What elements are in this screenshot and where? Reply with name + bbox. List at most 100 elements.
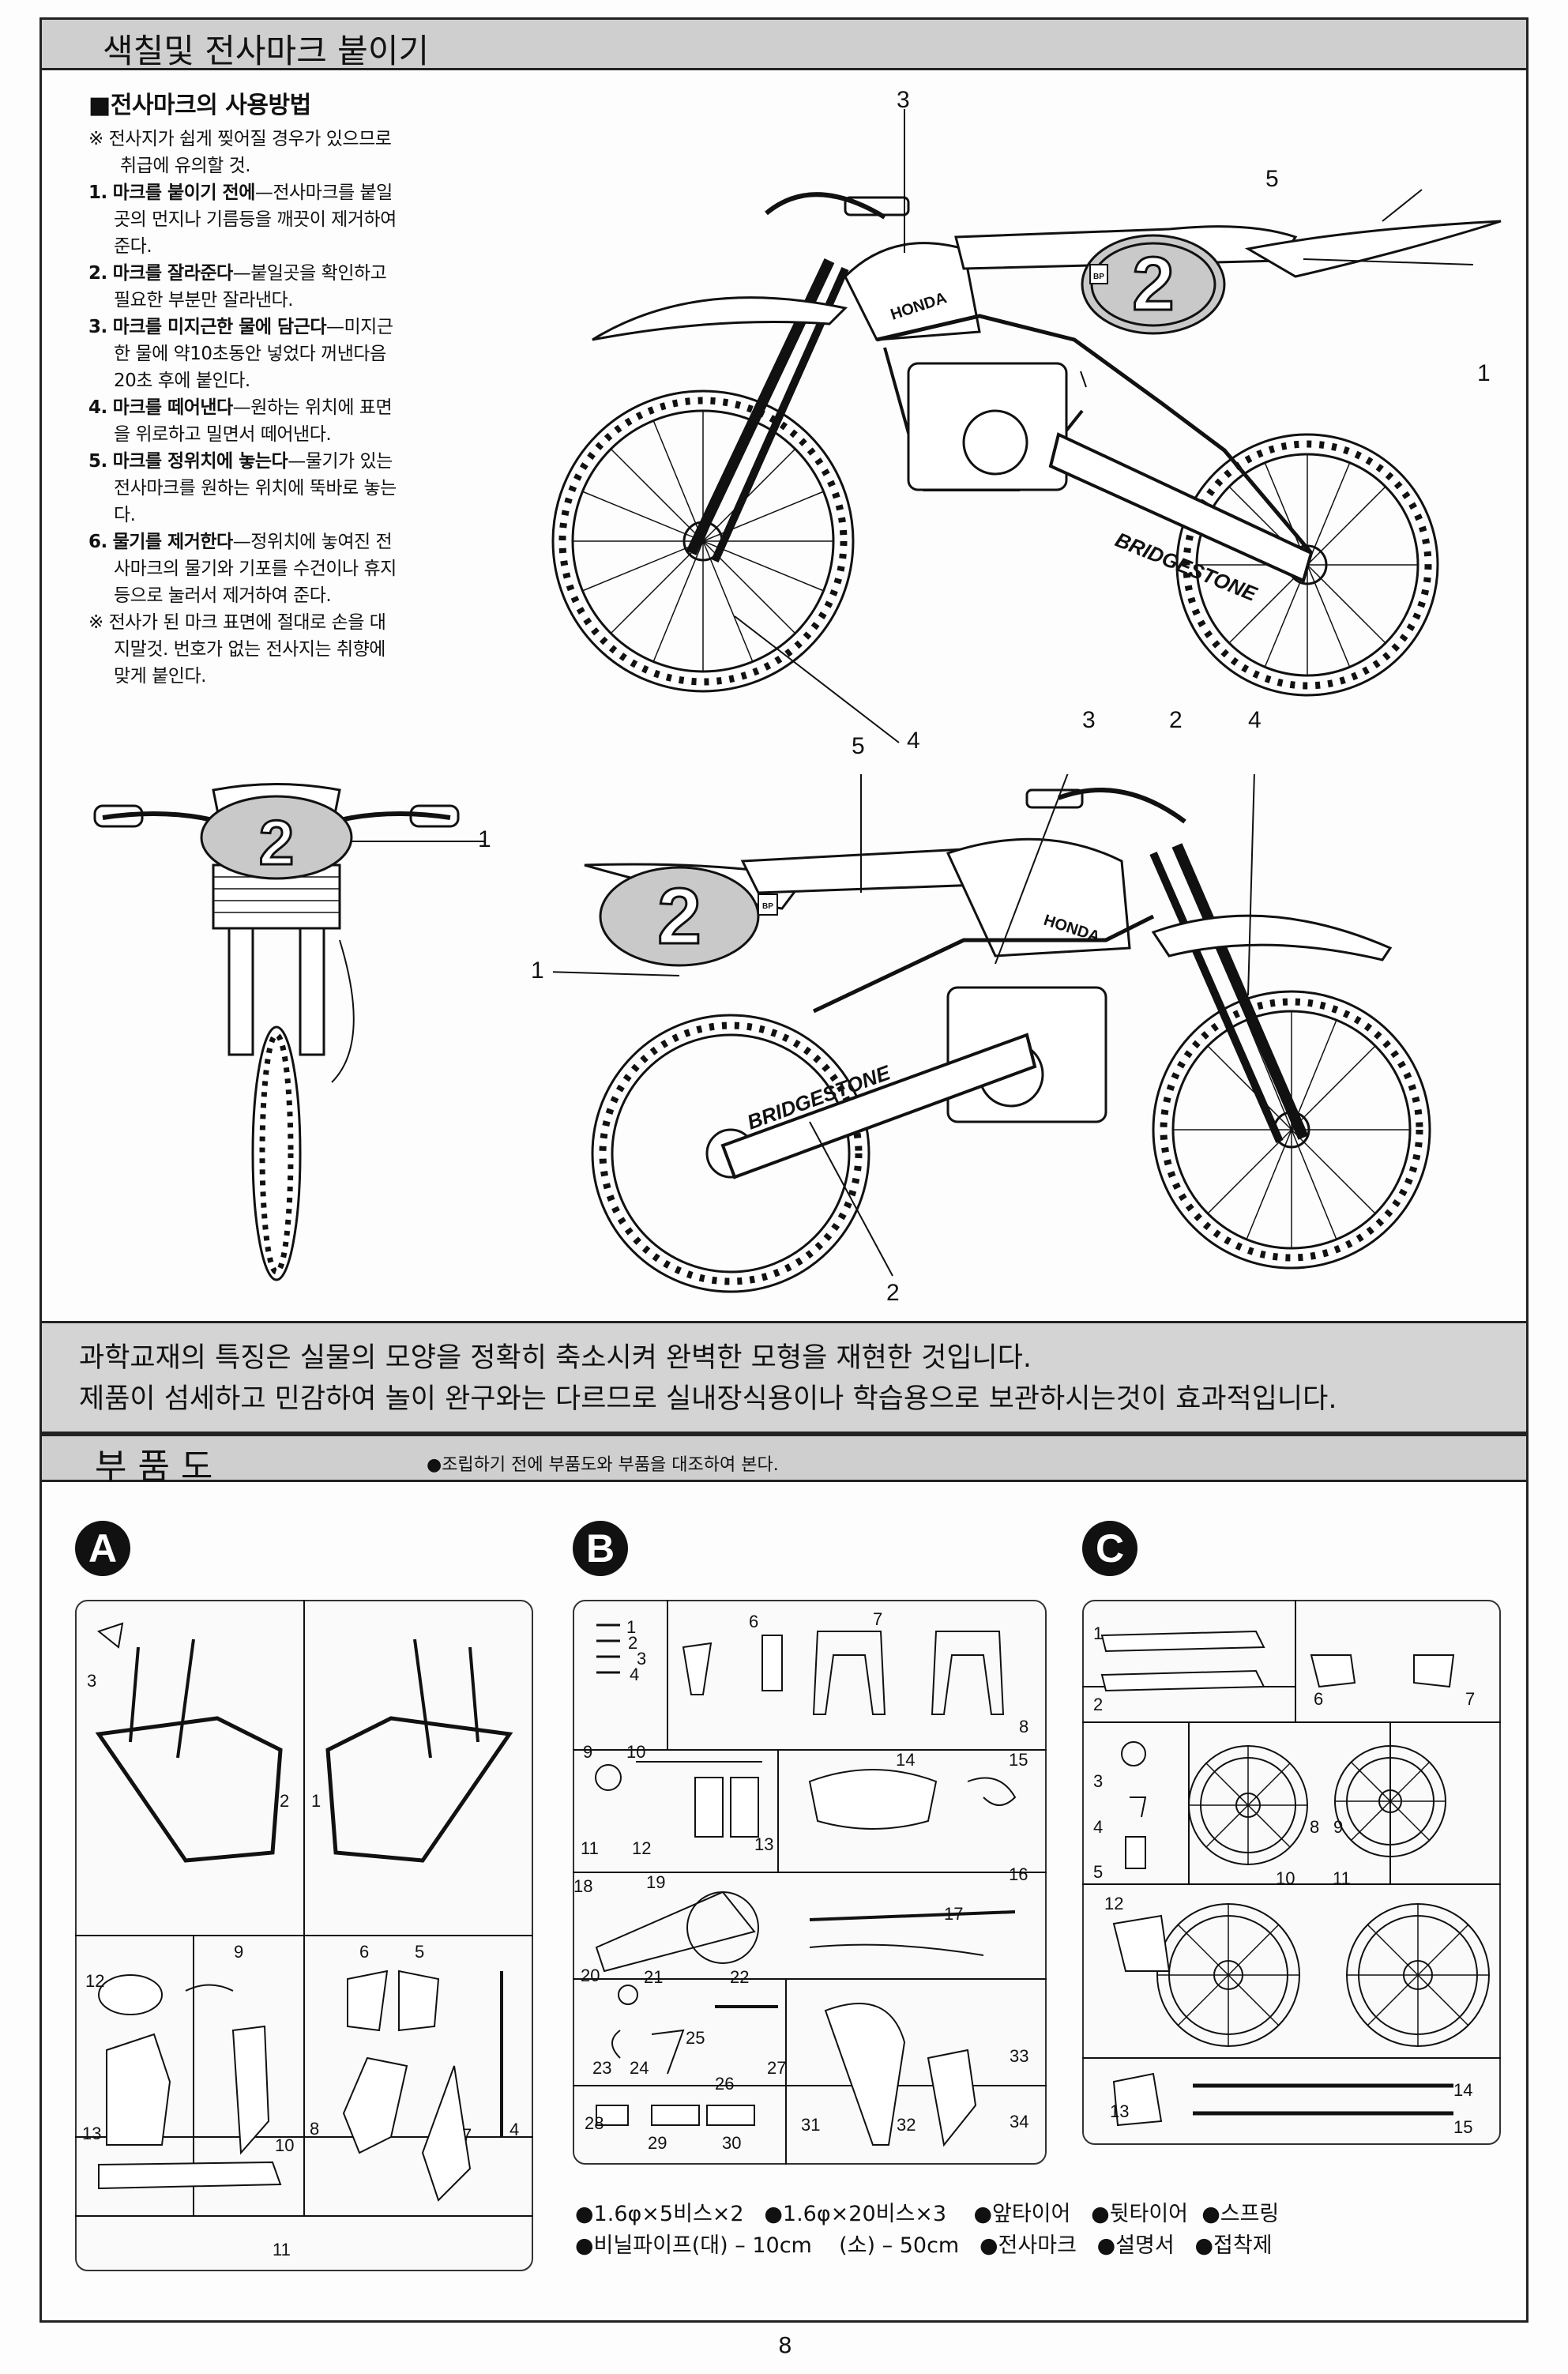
sprue-c-part-5: 5 [1093, 1862, 1104, 1882]
sprue-badge-c: C [1082, 1521, 1137, 1576]
callout-mid-3: 3 [1082, 707, 1096, 733]
note1-line1: ※ 전사지가 쉽게 찢어질 경우가 있으므로 [88, 129, 392, 149]
sprue-c-parts [1082, 1600, 1501, 2127]
sprue-b-part-14: 14 [896, 1750, 916, 1770]
kit-contents-line2: ●비닐파이프(대) – 10cm (소) – 50cm ●전사마크 ●설명서 ●… [575, 2233, 1273, 2258]
sprue-b-part-17: 17 [944, 1904, 964, 1924]
parts-section-frame [39, 1434, 1529, 2323]
sprue-b-part-16: 16 [1009, 1864, 1028, 1884]
sprue-a-part-5: 5 [415, 1942, 425, 1962]
callout-front-1: 1 [478, 826, 491, 852]
callout-top-5: 5 [1265, 166, 1279, 192]
step-5-line2: 전사마크를 원하는 위치에 뚝바로 놓는 [114, 478, 397, 499]
sprue-b-part-32: 32 [897, 2115, 916, 2135]
sprue-b-part-22: 22 [730, 1967, 750, 1987]
sprue-b-part-7: 7 [873, 1609, 883, 1629]
bike-bottom-bp: BP [762, 902, 773, 911]
feature-note-bar [42, 1321, 1526, 1432]
parts-section-subtitle: ●조립하기 전에 부품도와 부품을 대조하여 본다. [427, 1455, 779, 1475]
sprue-b-part-20: 20 [581, 1966, 600, 1985]
note1-line2: 취급에 유의할 것. [120, 156, 251, 176]
sprue-b-part-34: 34 [1010, 2112, 1029, 2131]
bike-side-view-bottom: 2 BP HONDA BRIDGESTONE [553, 774, 1431, 1293]
step-2: 2. 마크를 잘라준다—붙일곳을 확인하고 [88, 263, 387, 284]
step-5: 5. 마크를 정위치에 놓는다—물기가 있는 [88, 451, 393, 472]
feature-note-line2: 제품이 섬세하고 민감하여 놀이 완구와는 다르므로 실내장식용이나 학습용으로… [79, 1383, 1337, 1415]
sprue-b-part-6: 6 [749, 1612, 759, 1631]
sprue-b-part-3: 3 [637, 1649, 647, 1669]
step-6-line3: 등으로 눌러서 제거하여 준다. [114, 585, 332, 606]
sprue-a-part-10: 10 [275, 2135, 295, 2155]
sprue-a-part-12: 12 [85, 1971, 105, 1991]
sprue-b-part-24: 24 [630, 2058, 649, 2078]
decal-section-frame [39, 17, 1529, 1434]
sprue-c-part-4: 4 [1093, 1817, 1104, 1837]
bike-front-number: 2 [259, 807, 295, 878]
callout-top-3: 3 [897, 87, 910, 113]
sprue-badge-b: B [573, 1521, 628, 1576]
sprue-c [1082, 1600, 1501, 2145]
sprue-c-part-1: 1 [1093, 1623, 1104, 1643]
sprue-b-part-27: 27 [767, 2058, 787, 2078]
sprue-b-part-11: 11 [581, 1838, 599, 1858]
sprue-b-parts [573, 1600, 1047, 2165]
note2-line2: 지말것. 번호가 없는 전사지는 취향에 [114, 639, 385, 660]
sprue-b-part-33: 33 [1010, 2046, 1029, 2066]
callout-mid-2: 2 [1169, 707, 1183, 733]
sprue-c-part-10: 10 [1276, 1868, 1295, 1888]
sprue-a-part-3: 3 [87, 1671, 97, 1691]
sprue-c-part-6: 6 [1314, 1689, 1324, 1709]
sprue-b-part-4: 4 [630, 1665, 640, 1684]
callout-mid-4: 4 [1248, 707, 1262, 733]
bike-bottom-number: 2 [657, 872, 701, 961]
sprue-b-part-8: 8 [1019, 1717, 1029, 1736]
parts-section-title: 부 품 도 [95, 1447, 213, 1487]
sprue-b-part-12: 12 [632, 1838, 652, 1858]
sprue-c-part-13: 13 [1110, 2101, 1130, 2121]
sprue-b-part-25: 25 [686, 2028, 705, 2048]
sprue-b-part-19: 19 [646, 1872, 666, 1892]
step-6-line2: 사마크의 물기와 기포를 수건이나 휴지 [114, 559, 397, 579]
sprue-b-part-13: 13 [754, 1834, 774, 1854]
sprue-a-part-4: 4 [510, 2120, 520, 2139]
sprue-a-part-13: 13 [82, 2124, 102, 2143]
feature-note-line1: 과학교재의 특징은 실물의 모양을 정확히 축소시켜 완벽한 모형을 재현한 것… [79, 1342, 1032, 1374]
step-5-line3: 다. [114, 505, 136, 525]
sprue-b-part-21: 21 [644, 1967, 664, 1987]
sprue-a-parts [75, 1600, 533, 2217]
step-1-line2: 곳의 먼지나 기름등을 깨끗이 제거하여 [114, 209, 397, 230]
bike-top-number: 2 [1132, 242, 1174, 326]
sprue-a-part-11: 11 [273, 2240, 291, 2259]
note2-line3: 맞게 붙인다. [114, 666, 206, 687]
callout-bottom-5: 5 [852, 733, 865, 759]
sprue-b-part-26: 26 [715, 2074, 735, 2094]
sprue-b-part-28: 28 [585, 2113, 604, 2133]
note2-line1: ※ 전사가 된 마크 표면에 절대로 손을 대 [88, 612, 386, 633]
sprue-b-part-15: 15 [1009, 1750, 1028, 1770]
sprue-c-part-8: 8 [1310, 1817, 1320, 1837]
sprue-b-part-9: 9 [583, 1742, 593, 1762]
callout-bottom-1: 1 [531, 958, 544, 984]
sprue-a-part-7: 7 [462, 2125, 472, 2145]
sprue-a-part-2: 2 [280, 1791, 290, 1811]
sprue-b-part-31: 31 [801, 2115, 821, 2135]
sprue-c-part-2: 2 [1093, 1695, 1104, 1714]
bike-front-view: 2 [93, 783, 486, 1281]
sprue-b-part-30: 30 [722, 2133, 742, 2153]
step-6: 6. 물기를 제거한다—정위치에 놓여진 전 [88, 532, 393, 552]
sprue-c-part-9: 9 [1333, 1817, 1344, 1837]
sprue-b-part-18: 18 [573, 1876, 593, 1896]
step-1: 1. 마크를 붙이기 전에—전사마크를 붙일 [88, 182, 393, 203]
sprue-b-part-10: 10 [626, 1742, 646, 1762]
step-3: 3. 마크를 미지근한 물에 담근다—미지근 [88, 317, 393, 337]
sprue-c-part-7: 7 [1465, 1689, 1476, 1709]
decal-heading: ■전사마크의 사용방법 [88, 92, 311, 119]
sprue-b-part-2: 2 [628, 1633, 638, 1653]
step-2-line2: 필요한 부분만 잘라낸다. [114, 290, 294, 310]
sprue-b-part-1: 1 [626, 1617, 637, 1637]
sprue-b-part-23: 23 [592, 2058, 612, 2078]
sprue-c-part-3: 3 [1093, 1771, 1104, 1791]
step-4-line2: 을 위로하고 밀면서 떼어낸다. [114, 424, 332, 445]
sprue-c-part-14: 14 [1453, 2080, 1473, 2100]
step-3-line3: 20초 후에 붙인다. [114, 371, 250, 391]
